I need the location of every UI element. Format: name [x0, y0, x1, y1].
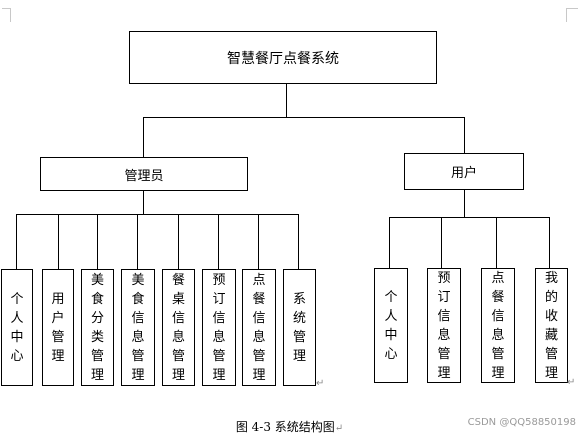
page-margin-guide-top-right	[566, 8, 567, 22]
leaf-node: 用户管理	[42, 269, 74, 386]
connector	[143, 117, 144, 158]
group-node-user-label: 用户	[450, 166, 477, 181]
leaf-node-label: 点餐信息管理	[491, 270, 505, 381]
leaf-node: 美食分类管理	[81, 269, 114, 386]
leaf-node: 餐桌信息管理	[162, 269, 195, 386]
leaf-node-label: 我的收藏管理	[544, 270, 558, 381]
connector	[137, 214, 138, 270]
connector	[178, 214, 179, 270]
connector	[298, 214, 299, 270]
leaf-node: 点餐信息管理	[481, 268, 515, 383]
connector	[464, 190, 465, 218]
leaf-node: 个人中心	[1, 269, 33, 386]
leaf-node-label: 点餐信息管理	[252, 272, 266, 383]
leaf-node-label: 餐桌信息管理	[171, 272, 185, 383]
root-node-label: 智慧餐厅点餐系统	[227, 50, 339, 67]
page-margin-guide-top-right	[566, 8, 578, 9]
leaf-node-label: 系统管理	[292, 291, 306, 364]
connector	[286, 84, 287, 118]
connector	[58, 214, 59, 270]
leaf-node-label: 个人中心	[10, 291, 24, 364]
leaf-node-label: 美食分类管理	[90, 272, 104, 383]
leaf-node: 我的收藏管理	[535, 268, 568, 383]
leaf-node: 个人中心	[374, 268, 408, 383]
root-node: 智慧餐厅点餐系统	[129, 31, 437, 84]
connector	[464, 117, 465, 154]
leaf-node-label: 预订信息管理	[437, 270, 451, 381]
leaf-node-label: 预订信息管理	[212, 272, 226, 383]
paragraph-mark: ↵	[567, 377, 576, 388]
figure-caption-text: 图 4-3 系统结构图	[235, 420, 335, 434]
connector	[97, 214, 98, 270]
page-margin-guide-top-left	[2, 8, 11, 9]
group-node-user: 用户	[404, 153, 524, 190]
leaf-node: 美食信息管理	[121, 269, 155, 386]
paragraph-mark: ↵	[334, 423, 344, 434]
connector	[258, 214, 259, 270]
watermark: CSDN @QQ58850198	[467, 417, 576, 428]
page-margin-guide-top-left	[10, 8, 11, 22]
leaf-node-label: 个人中心	[384, 289, 398, 362]
leaf-node-label: 美食信息管理	[131, 272, 145, 383]
leaf-node: 预订信息管理	[427, 268, 461, 383]
leaf-node-label: 用户管理	[51, 291, 65, 364]
connector	[218, 214, 219, 270]
leaf-node: 系统管理	[283, 269, 316, 386]
connector	[441, 217, 442, 269]
connector	[16, 214, 17, 270]
figure-caption: 图 4-3 系统结构图↵	[0, 418, 579, 435]
leaf-node: 点餐信息管理	[242, 269, 276, 386]
group-node-admin-label: 管理员	[124, 168, 164, 184]
connector	[389, 217, 550, 218]
connector	[496, 217, 497, 269]
connector	[143, 191, 144, 215]
connector	[549, 217, 550, 269]
leaf-node: 预订信息管理	[202, 269, 236, 386]
paragraph-mark: ↵	[316, 378, 325, 389]
group-node-admin: 管理员	[40, 157, 248, 191]
connector	[389, 217, 390, 269]
connector	[16, 214, 299, 215]
connector	[143, 117, 465, 118]
